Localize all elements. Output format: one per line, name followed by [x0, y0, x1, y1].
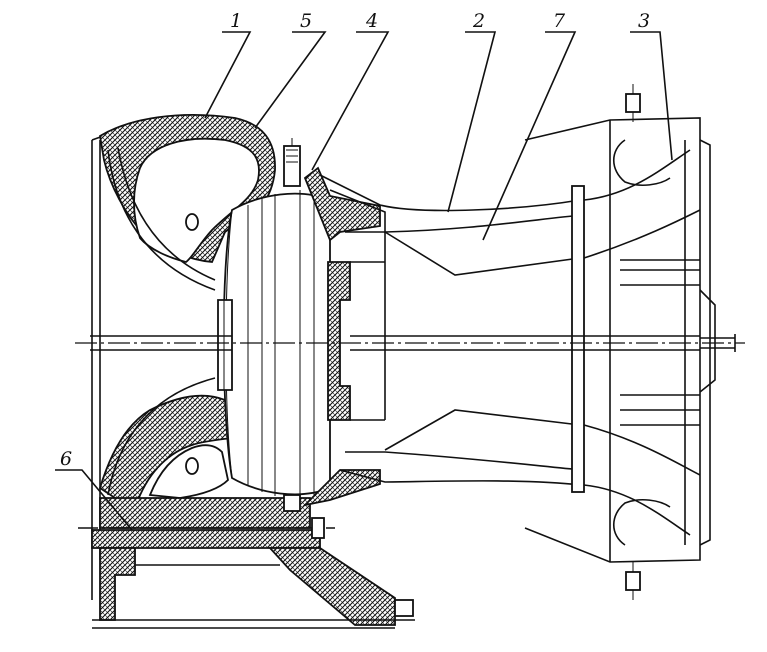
callout-label-4: 4 — [365, 10, 378, 32]
callout-label-2: 2 — [472, 10, 485, 32]
callout-7: 7 — [482, 10, 577, 241]
callout-label-7: 7 — [553, 10, 566, 32]
runner — [217, 138, 381, 512]
shaft — [75, 334, 745, 539]
foundation-base — [91, 497, 415, 629]
callout-label-1: 1 — [230, 10, 242, 32]
draft-tube — [319, 174, 585, 493]
callout-4: 4 — [311, 10, 390, 171]
callout-1: 1 — [204, 10, 252, 119]
callout-5: 5 — [254, 10, 327, 129]
callout-2: 2 — [447, 10, 497, 213]
outlet-elbow — [524, 84, 716, 600]
callout-3: 3 — [630, 10, 673, 161]
callout-6: 6 — [55, 448, 133, 531]
callout-label-5: 5 — [300, 10, 312, 32]
callout-label-6: 6 — [60, 448, 72, 470]
callout-label-3: 3 — [638, 10, 650, 32]
